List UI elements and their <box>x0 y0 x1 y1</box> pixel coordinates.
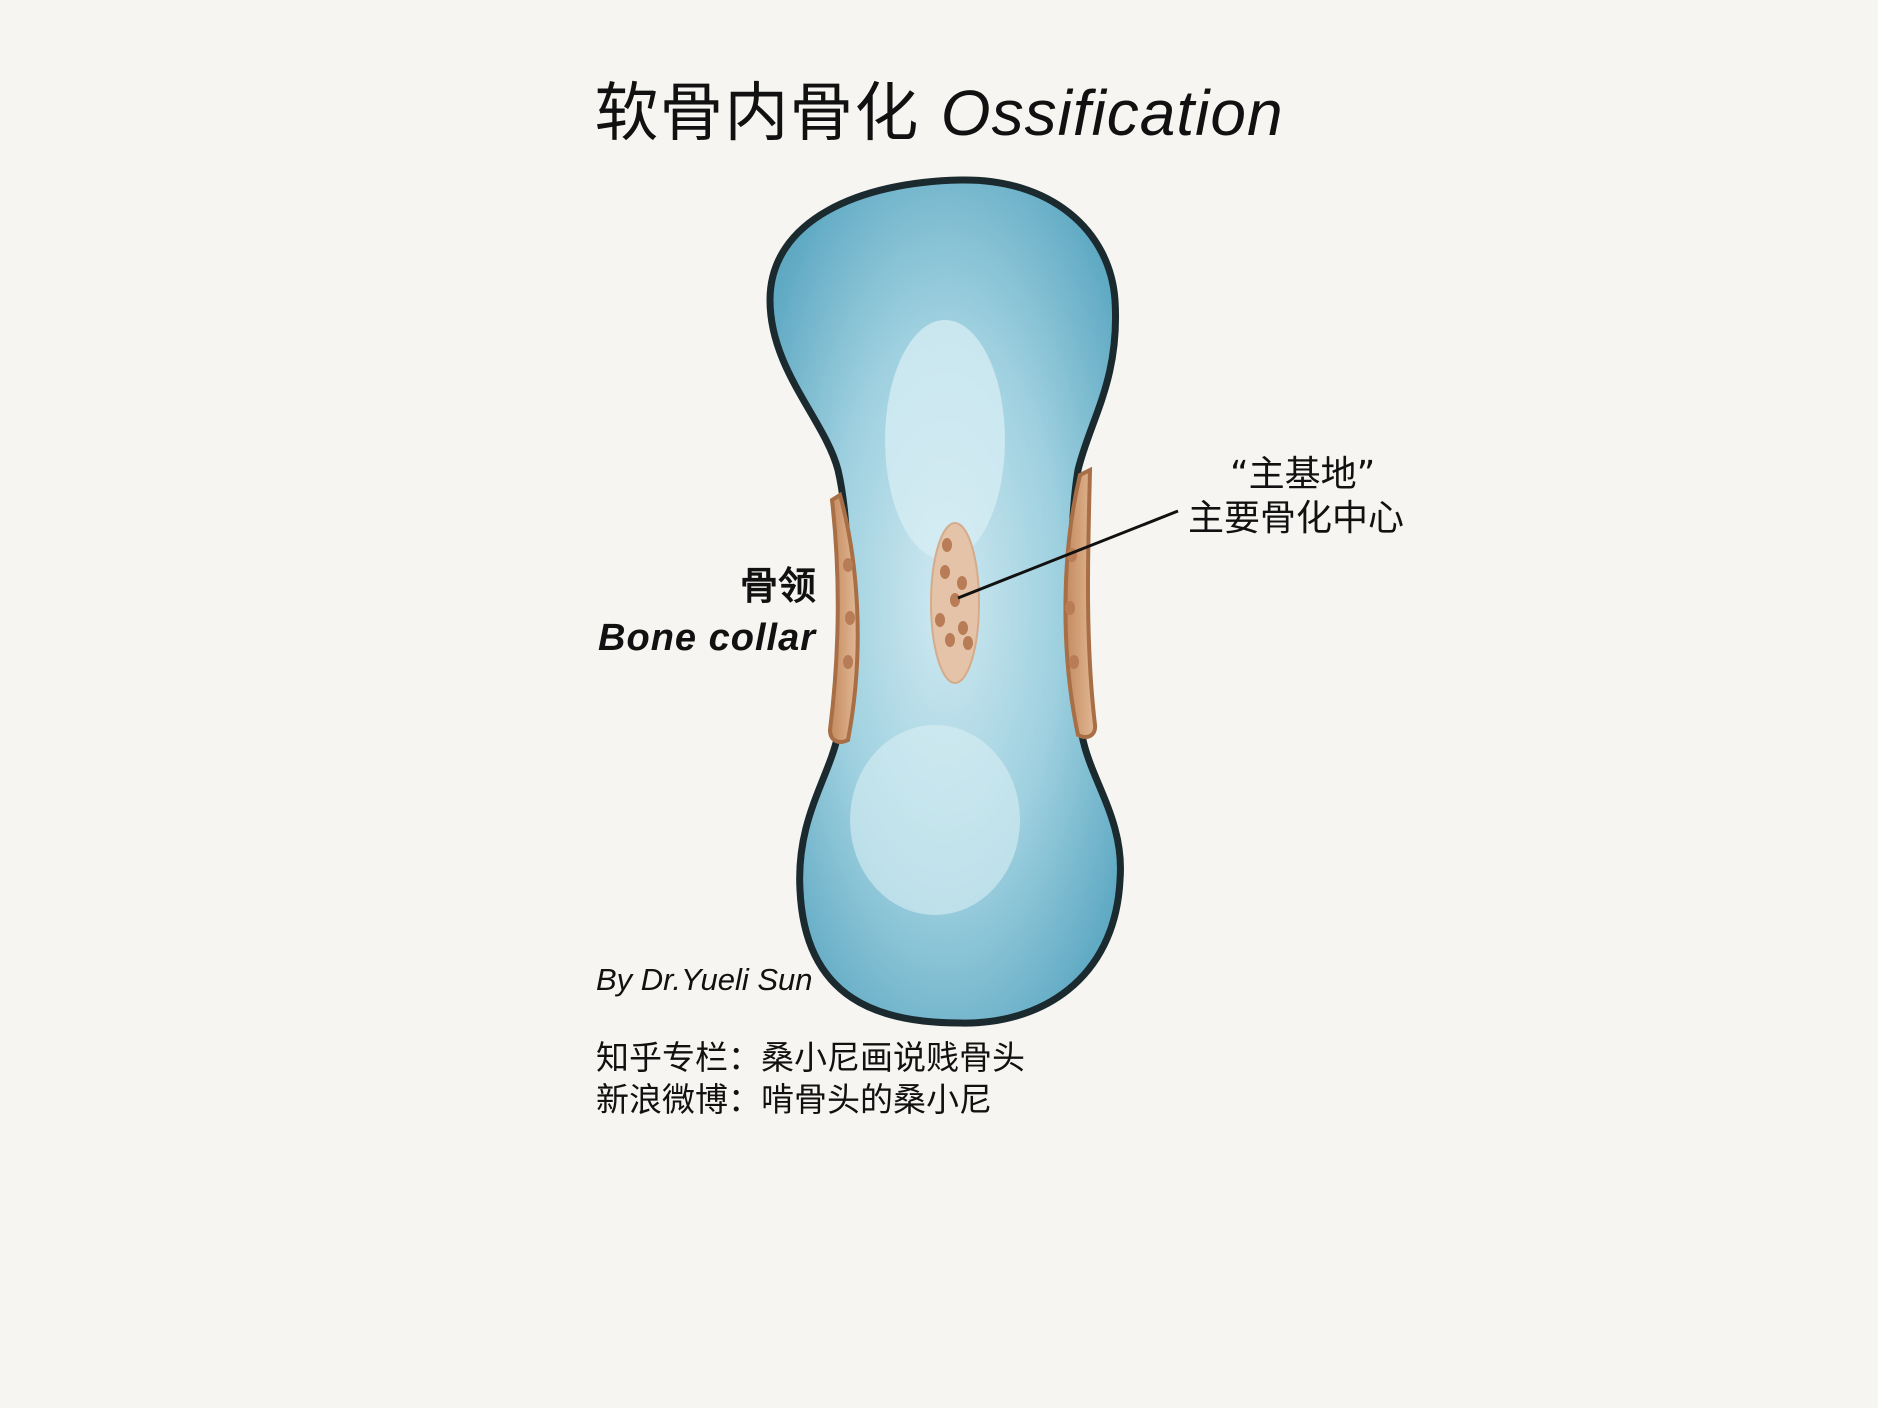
ossification-dot <box>963 636 973 650</box>
bone-collar-label-cn: 骨领 <box>739 564 816 608</box>
ossification-dot <box>945 633 955 647</box>
title-chinese: 软骨内骨化 <box>594 77 920 151</box>
primary-center-label-line1: “主基地” <box>1230 454 1376 495</box>
weibo-credit: 新浪微博：啃骨头的桑小尼 <box>596 1080 992 1119</box>
ossification-dot <box>935 613 945 627</box>
bone-collar-label-en: Bone collar <box>598 617 816 659</box>
bone-collar-right <box>1063 466 1098 739</box>
zhihu-credit: 知乎专栏：桑小尼画说贱骨头 <box>596 1038 1025 1077</box>
ossification-dot <box>957 576 967 590</box>
ossification-dot <box>950 593 960 607</box>
ossification-dot <box>958 621 968 635</box>
page-title: 软骨内骨化 Ossification <box>0 68 1878 159</box>
collar-dot <box>1069 655 1079 669</box>
primary-center-label-line2: 主要骨化中心 <box>1188 498 1405 539</box>
ossification-dot <box>940 565 950 579</box>
cartilage-highlight-bottom <box>850 725 1020 915</box>
leader-line <box>957 509 1179 600</box>
cartilage-highlight-top <box>885 320 1005 560</box>
ossification-dot <box>942 538 952 552</box>
collar-dot <box>843 558 853 572</box>
author-credit: By Dr.Yueli Sun <box>596 962 813 997</box>
title-english: Ossification <box>940 77 1284 149</box>
collar-dot <box>1065 601 1075 615</box>
collar-dot <box>845 611 855 625</box>
bone-collar-left <box>827 491 860 744</box>
collar-dot <box>843 655 853 669</box>
